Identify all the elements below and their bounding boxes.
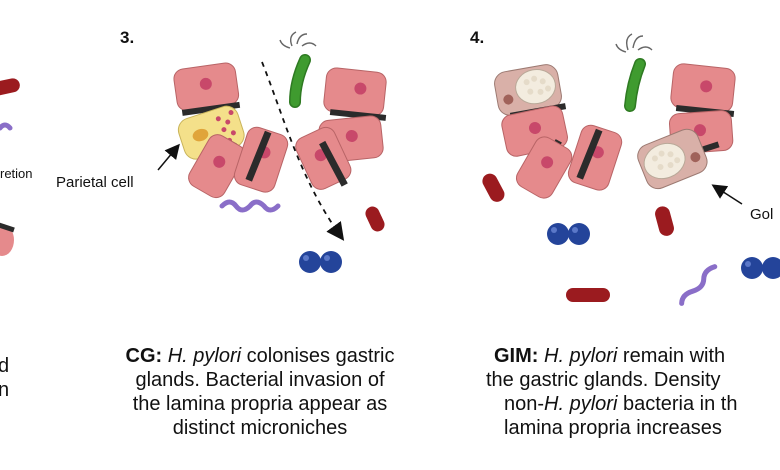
goblet-cell-label: Gol bbox=[750, 206, 774, 223]
tight-junction bbox=[576, 128, 603, 180]
spirochete bbox=[679, 264, 718, 306]
caption-line: glands. Bacterial invasion of bbox=[135, 369, 385, 391]
panel-3-gland-left bbox=[173, 62, 289, 199]
caption-line: the lamina propria appear as bbox=[132, 393, 388, 415]
caption-fragment-line: d bbox=[0, 355, 10, 377]
epithelial-cell bbox=[515, 136, 573, 199]
spirochete bbox=[0, 122, 13, 131]
caption-line: distinct microniches bbox=[172, 417, 348, 439]
invasion-dashed-arrow bbox=[261, 61, 345, 241]
rod-bacterium bbox=[655, 206, 674, 236]
goblet-cell-arrow bbox=[711, 184, 743, 205]
rod-bacterium bbox=[482, 173, 505, 202]
epithelial-cell bbox=[173, 62, 240, 112]
tight-junction bbox=[245, 130, 272, 182]
panel-3-gland-right bbox=[295, 67, 387, 190]
junction-fragment bbox=[0, 222, 15, 233]
tight-junction bbox=[319, 140, 348, 187]
spirochete bbox=[219, 199, 281, 213]
left-panel-fragments bbox=[0, 78, 20, 256]
panel-3-number: 3. bbox=[120, 28, 135, 47]
caption-line: GIM: H. pylori remain with bbox=[494, 345, 726, 367]
caption-line: non-H. pylori bacteria in th bbox=[504, 393, 738, 415]
rod-bacterium bbox=[0, 78, 20, 96]
panel-4-gland-left bbox=[494, 64, 623, 199]
goblet-cell bbox=[637, 128, 708, 190]
rod-bacterium bbox=[566, 288, 610, 302]
goblet-cell bbox=[494, 64, 562, 116]
panel-4-caption: GIM: H. pylori remain with the gastric g… bbox=[484, 344, 737, 440]
caption-line: lamina propria increases bbox=[504, 417, 722, 439]
panel-3-caption: CG: H. pylori colonises gastric glands. … bbox=[70, 344, 450, 440]
panel-4-gland-right bbox=[637, 63, 736, 190]
rod-bacterium bbox=[365, 206, 385, 232]
left-panel-caption-fragment: d n bbox=[0, 354, 9, 402]
cocci-pair bbox=[299, 251, 342, 273]
parietal-cell-label: Parietal cell bbox=[56, 174, 134, 191]
caption-fragment-line: n bbox=[0, 379, 10, 401]
left-panel-label-fragment: retion bbox=[0, 166, 33, 181]
epithelial-cell bbox=[323, 67, 387, 117]
parietal-cell-arrow bbox=[157, 143, 180, 171]
epithelial-cell-fragment bbox=[0, 224, 14, 256]
caption-line: the gastric glands. Density bbox=[486, 369, 721, 391]
panel-4-number: 4. bbox=[470, 28, 485, 47]
caption-line: CG: H. pylori colonises gastric bbox=[125, 345, 395, 367]
cocci-pair bbox=[741, 257, 780, 279]
h-pylori-bacterium bbox=[615, 33, 653, 112]
cocci-pair bbox=[547, 223, 590, 245]
tight-junction bbox=[181, 101, 241, 116]
h-pylori-bacterium bbox=[279, 31, 317, 108]
